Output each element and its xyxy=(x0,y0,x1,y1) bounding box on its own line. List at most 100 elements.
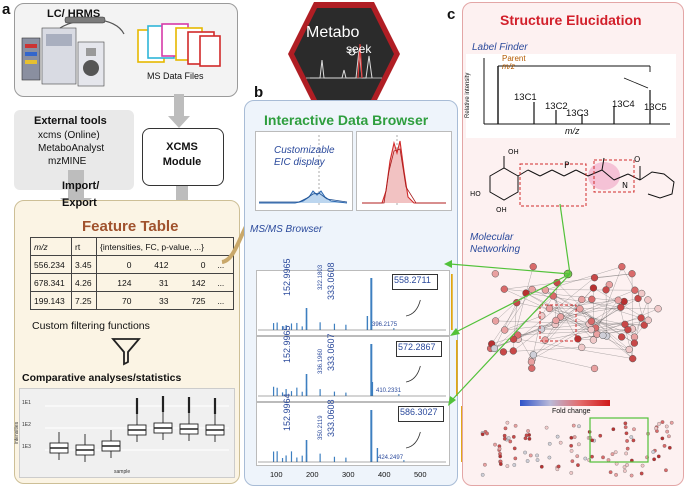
table-row: 678.341 4.26 124 31 142 ... xyxy=(30,273,234,292)
network-node xyxy=(624,326,632,334)
ms-data-files-label: MS Data Files xyxy=(147,71,204,81)
overview-node xyxy=(569,435,574,440)
network-node xyxy=(529,351,538,359)
overview-node xyxy=(629,435,634,439)
overview-node xyxy=(614,473,618,477)
network-edge xyxy=(579,308,630,350)
overview-node xyxy=(667,434,671,439)
network-node xyxy=(509,335,518,343)
overview-node xyxy=(570,459,575,464)
table-cell: 725 xyxy=(171,291,209,310)
spectrum2-label-333: 333.0607 xyxy=(326,333,336,371)
table-row: 199.143 7.25 70 33 725 ... xyxy=(30,291,234,310)
overview-node xyxy=(667,445,672,450)
logo-text-sub: seek xyxy=(346,42,372,56)
spectrum3-label-333: 333.0608 xyxy=(326,399,336,437)
xcms-module-label: XCMS Module xyxy=(162,141,202,168)
network-node xyxy=(490,344,499,353)
network-node xyxy=(541,336,549,344)
overview-node xyxy=(664,468,668,473)
overview-node xyxy=(632,427,636,432)
overview-node xyxy=(505,420,510,425)
network-node xyxy=(654,305,662,313)
network-node xyxy=(529,263,537,271)
overview-node xyxy=(512,446,517,451)
overview-node xyxy=(610,452,615,456)
network-node xyxy=(501,326,509,334)
network-node xyxy=(528,364,536,372)
overview-node xyxy=(505,464,510,468)
spectrum3-label-350: 350.2119 xyxy=(318,415,324,440)
xcms-module-box xyxy=(142,128,224,186)
table-cell: ... xyxy=(208,273,234,292)
boxplot-chart xyxy=(45,396,229,462)
external-tool-xcms: xcms (Online) xyxy=(38,130,100,141)
network-node xyxy=(637,314,645,322)
overview-node xyxy=(528,453,533,458)
header-rt: rt xyxy=(71,237,97,256)
overview-node xyxy=(480,472,485,477)
spectrum1-label-322: 322.1803 xyxy=(318,264,324,290)
overview-node xyxy=(651,450,656,454)
table-cell: 70 xyxy=(96,291,135,310)
network-edge xyxy=(517,328,633,336)
export-label: Export xyxy=(62,197,97,209)
overview-node xyxy=(624,431,629,436)
overview-node xyxy=(664,424,669,429)
spectrum1-parent-box xyxy=(392,274,438,290)
overview-node xyxy=(535,458,540,462)
network-edge xyxy=(495,292,527,322)
network-node xyxy=(638,289,646,298)
overview-node xyxy=(506,436,511,440)
boxplot-panel xyxy=(19,388,235,478)
network-node xyxy=(589,336,598,344)
metaboseek-logo xyxy=(288,2,400,106)
overview-node xyxy=(575,454,580,459)
table-cell: 199.143 xyxy=(30,291,72,310)
panel-c-title: Structure Elucidation xyxy=(500,12,642,28)
network-node xyxy=(614,296,622,304)
network-edge xyxy=(621,266,636,291)
overview-node xyxy=(513,423,518,428)
network-node xyxy=(634,294,642,303)
network-edge xyxy=(533,323,590,355)
header-mz: m/z xyxy=(30,237,72,256)
overview-node xyxy=(662,444,667,448)
fold-change-label: Fold change xyxy=(552,408,591,415)
msms-browser-label: MS/MS Browser xyxy=(250,224,323,235)
overview-node xyxy=(555,434,560,439)
table-cell: 124 xyxy=(96,273,135,292)
overview-node xyxy=(483,462,487,467)
custom-filtering-label: Custom filtering functions xyxy=(32,320,150,332)
network-node xyxy=(500,285,508,293)
lc-hrms-instrument-icon xyxy=(21,16,125,87)
overview-node xyxy=(577,442,581,447)
overview-node xyxy=(493,442,497,447)
x-tick-200: 200 xyxy=(306,470,319,479)
table-cell: 33 xyxy=(134,291,172,310)
network-node xyxy=(578,295,586,304)
table-cell: 142 xyxy=(171,273,209,292)
network-node xyxy=(509,347,517,355)
spectrum1-label-396: 396.2175 xyxy=(372,322,398,328)
overview-node xyxy=(569,449,574,453)
overview-node xyxy=(623,421,628,426)
overview-node xyxy=(569,471,574,475)
spectrum3-label-424: 424.2497 xyxy=(378,455,404,461)
network-node xyxy=(499,348,508,356)
eic-label: Customizable EIC display xyxy=(274,145,335,168)
spectrum1-label-152: 152.9965 xyxy=(282,258,292,296)
relative-intensity-label: Relative intensity xyxy=(465,72,471,118)
ms-data-files-icon xyxy=(137,23,221,67)
molecular-network xyxy=(486,263,662,373)
overview-node xyxy=(660,436,665,441)
feature-table: m/z rt {intensities, FC, p-value, ...} 5… xyxy=(30,237,234,310)
network-node xyxy=(587,317,596,325)
x-tick-300: 300 xyxy=(342,470,355,479)
overview-node xyxy=(524,433,529,438)
overview-node xyxy=(623,425,628,430)
table-cell: 556.234 xyxy=(30,255,72,274)
overview-node xyxy=(498,454,503,459)
overview-node xyxy=(547,441,552,446)
overview-node xyxy=(526,429,530,433)
